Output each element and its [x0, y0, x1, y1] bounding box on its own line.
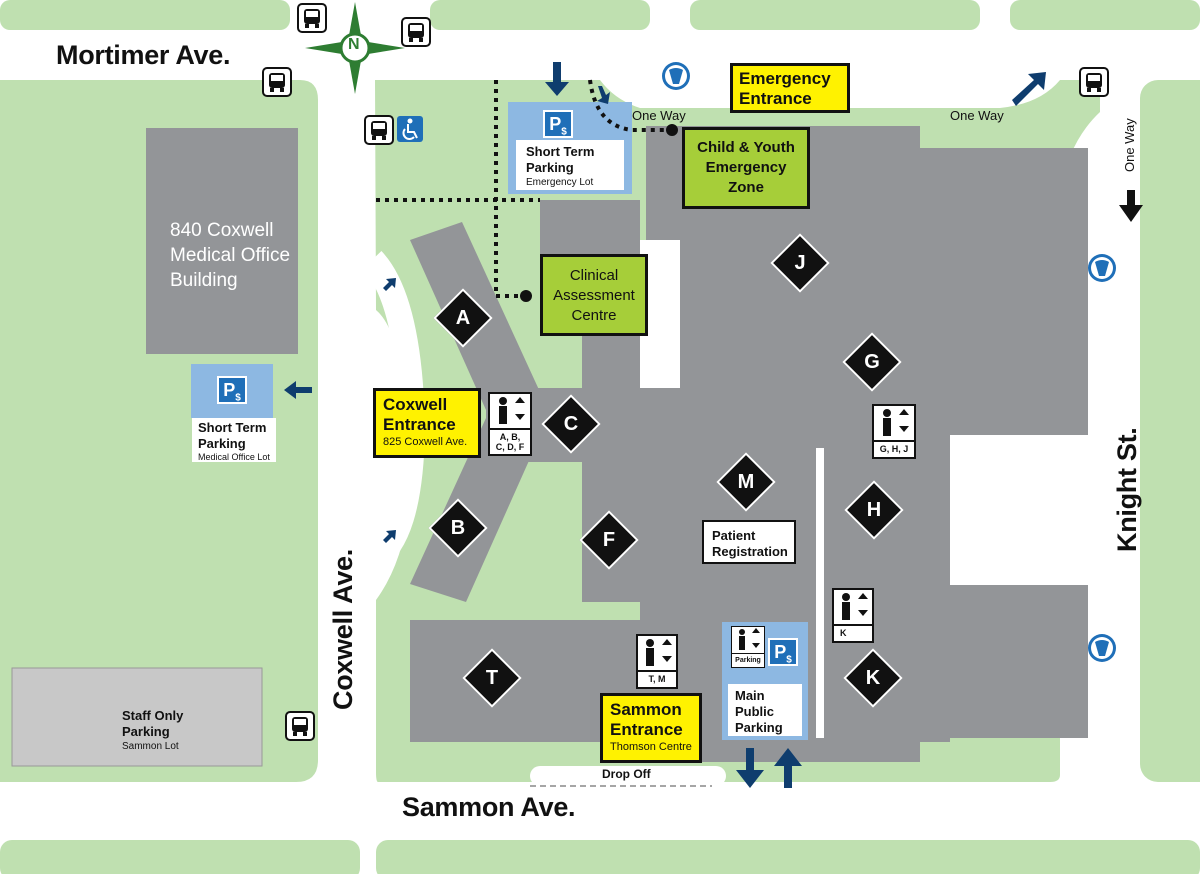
parking-icon-main: P$	[768, 638, 798, 666]
compass-north-label: N	[348, 36, 360, 53]
zone-h-marker[interactable]: H	[844, 480, 904, 540]
zone-c-marker[interactable]: C	[541, 394, 601, 454]
coxwell-entrance-box[interactable]: Coxwell Entrance 825 Coxwell Ave.	[373, 388, 481, 458]
parking-icon-emergency: P$	[543, 110, 573, 138]
street-sammon: Sammon Ave.	[402, 792, 576, 822]
elevator-icon-abcdf: A, B, C, D, F	[488, 392, 532, 456]
patient-registration-box[interactable]: Patient Registration	[702, 520, 796, 564]
zone-f-marker[interactable]: F	[579, 510, 639, 570]
one-way-label-top: One Way	[632, 108, 686, 123]
short-term-parking-medical-label[interactable]: Short Term Parking Medical Office Lot	[192, 418, 276, 462]
sammon-entrance-box[interactable]: Sammon Entrance Thomson Centre	[600, 693, 702, 763]
zone-m-marker[interactable]: M	[716, 452, 776, 512]
child-youth-emergency-zone-box[interactable]: Child & Youth Emergency Zone	[682, 127, 810, 209]
zone-a-marker[interactable]: A	[433, 288, 493, 348]
elevator-icon-k: K	[832, 588, 874, 643]
zone-t-marker[interactable]: T	[462, 648, 522, 708]
street-mortimer: Mortimer Ave.	[56, 40, 231, 70]
street-coxwell: Coxwell Ave.	[328, 549, 358, 710]
compass-icon	[305, 2, 405, 94]
elevator-icon-ghj: G, H, J	[872, 404, 916, 459]
one-way-label-right: One Way	[950, 108, 1004, 123]
zone-b-marker[interactable]: B	[428, 498, 488, 558]
street-knight: Knight St.	[1112, 427, 1142, 552]
one-way-label-knight: One Way	[1122, 118, 1137, 172]
staff-only-parking-label[interactable]: Staff Only Parking Sammon Lot	[122, 708, 184, 752]
short-term-parking-emergency-label[interactable]: Short Term Parking Emergency Lot	[516, 140, 624, 190]
clinical-assessment-centre-box[interactable]: Clinical Assessment Centre	[540, 254, 648, 336]
medical-office-label: 840 Coxwell Medical Office Building	[170, 220, 291, 291]
drop-off-label: Drop Off	[602, 767, 651, 781]
medical-office-building	[146, 128, 298, 354]
elevator-icon-tm: T, M	[636, 634, 678, 689]
elevator-icon-parking: Parking	[731, 626, 765, 668]
emergency-entrance-box[interactable]: Emergency Entrance	[730, 63, 850, 113]
zone-k-marker[interactable]: K	[843, 648, 903, 708]
main-public-parking-label[interactable]: Main Public Parking	[728, 684, 802, 736]
zone-g-marker[interactable]: G	[842, 332, 902, 392]
parking-icon-medical: P$	[217, 376, 247, 404]
zone-j-marker[interactable]: J	[770, 233, 830, 293]
